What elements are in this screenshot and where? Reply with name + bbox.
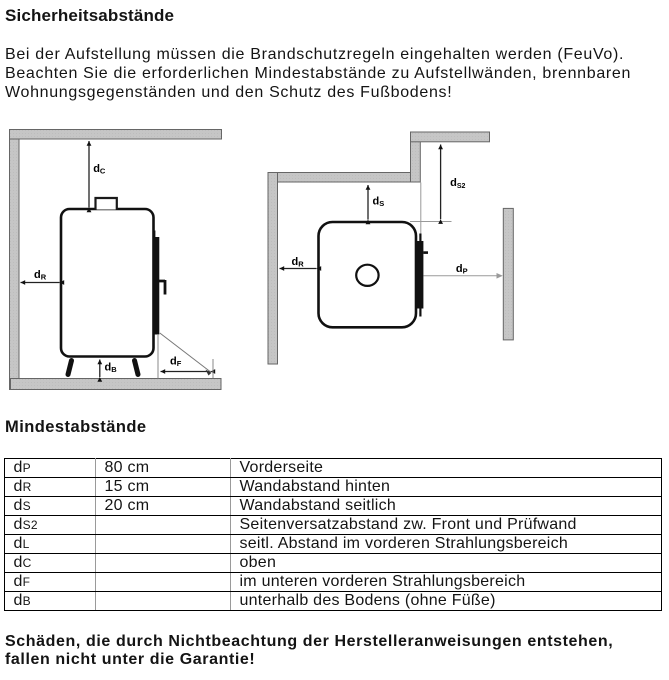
svg-text:dB: dB (105, 362, 118, 375)
svg-text:dF: dF (170, 356, 182, 369)
svg-text:dR: dR (292, 256, 305, 269)
svg-text:dS: dS (373, 196, 385, 209)
svg-text:dS2: dS2 (450, 177, 465, 190)
svg-text:dC: dC (93, 163, 106, 176)
svg-text:dP: dP (456, 263, 468, 276)
svg-text:dR: dR (34, 269, 47, 282)
